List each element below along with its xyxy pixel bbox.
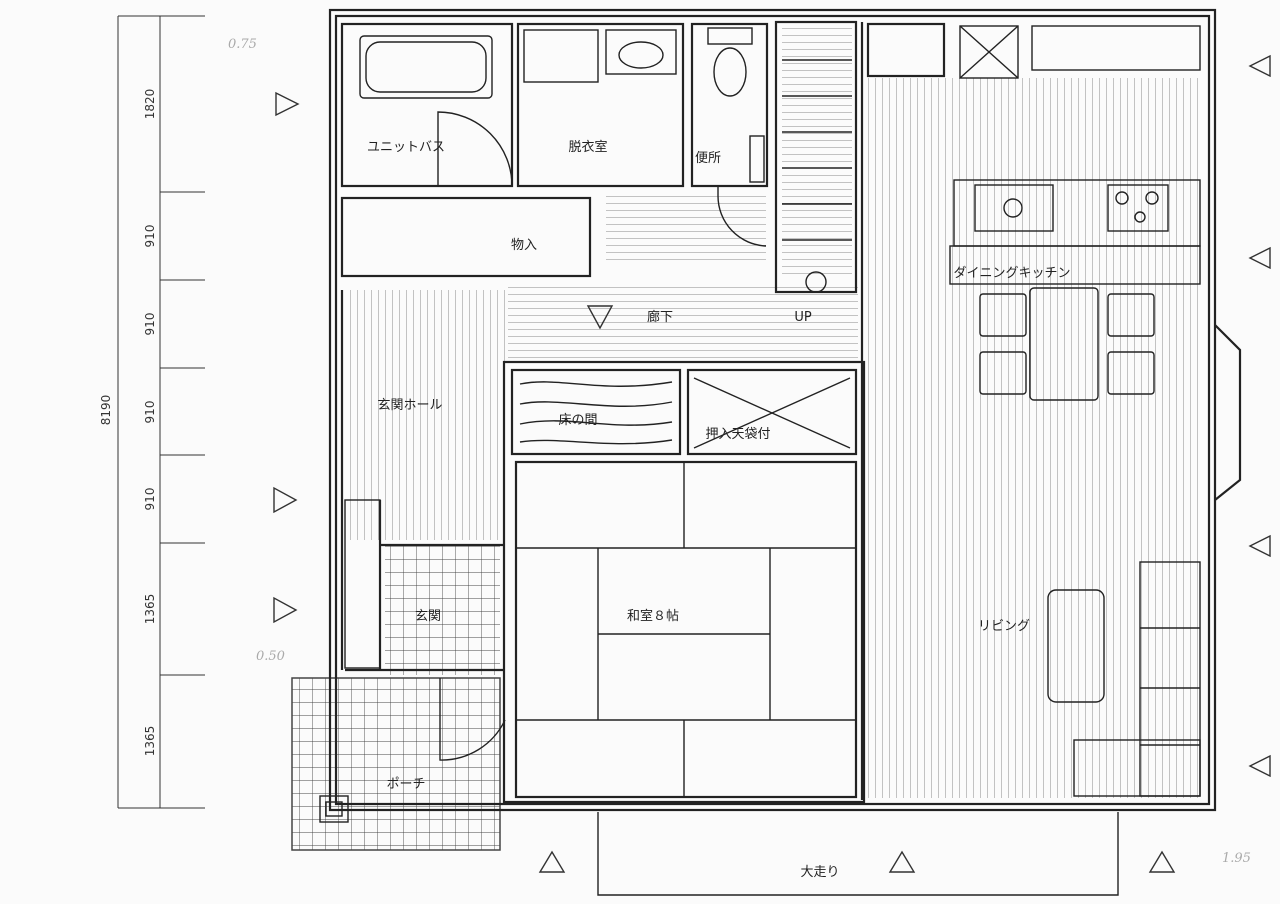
dimension-segment: 1365 — [143, 594, 157, 625]
living-floor — [868, 78, 1201, 798]
fixtures — [319, 25, 1201, 896]
corridor-floor-upper — [606, 195, 766, 260]
room-label-unit-bath: ユニットバス — [367, 140, 445, 155]
room-label-genkan: 玄関 — [415, 609, 441, 624]
room-label-porch: ポーチ — [386, 777, 425, 792]
dimension-segment: 910 — [143, 313, 157, 336]
room-label-entrance-hall: 玄関ホール — [377, 398, 442, 413]
walls — [328, 8, 1242, 812]
dimension-segment: 910 — [143, 225, 157, 248]
room-label-dining-kitchen: ダイニングキッチン — [953, 266, 1070, 281]
handwritten-note: 0.75 — [228, 37, 257, 52]
room-label-closet: 押入天袋付 — [705, 427, 770, 442]
porch-tile — [291, 677, 501, 851]
corridor-floor — [508, 285, 858, 360]
dimension-total: 8190 — [99, 395, 113, 426]
section-markers — [273, 54, 1271, 873]
stair-up-label: UP — [794, 310, 812, 325]
dimension-segment: 910 — [143, 401, 157, 424]
room-label-veranda: 大走り — [800, 865, 839, 880]
handwritten-note: 0.50 — [256, 649, 285, 664]
room-label-living: リビング — [978, 619, 1030, 634]
room-label-dressing: 脱衣室 — [568, 139, 607, 155]
dimension-segment: 1820 — [143, 89, 157, 120]
dimension-chain — [117, 15, 205, 809]
dimension-segment: 1365 — [143, 726, 157, 757]
dimension-segment: 910 — [143, 488, 157, 511]
room-label-corridor: 廊下 — [647, 309, 673, 325]
handwritten-note: 1.95 — [1222, 851, 1251, 866]
entrance-hall-floor — [345, 290, 505, 540]
genkan-tile — [385, 545, 500, 675]
room-label-storage: 物入 — [511, 238, 537, 253]
stair-floor — [782, 28, 852, 278]
room-label-tokonoma: 床の間 — [558, 413, 597, 428]
room-label-toilet: 便所 — [695, 151, 721, 166]
room-label-washitsu: 和室８帖 — [627, 608, 679, 624]
